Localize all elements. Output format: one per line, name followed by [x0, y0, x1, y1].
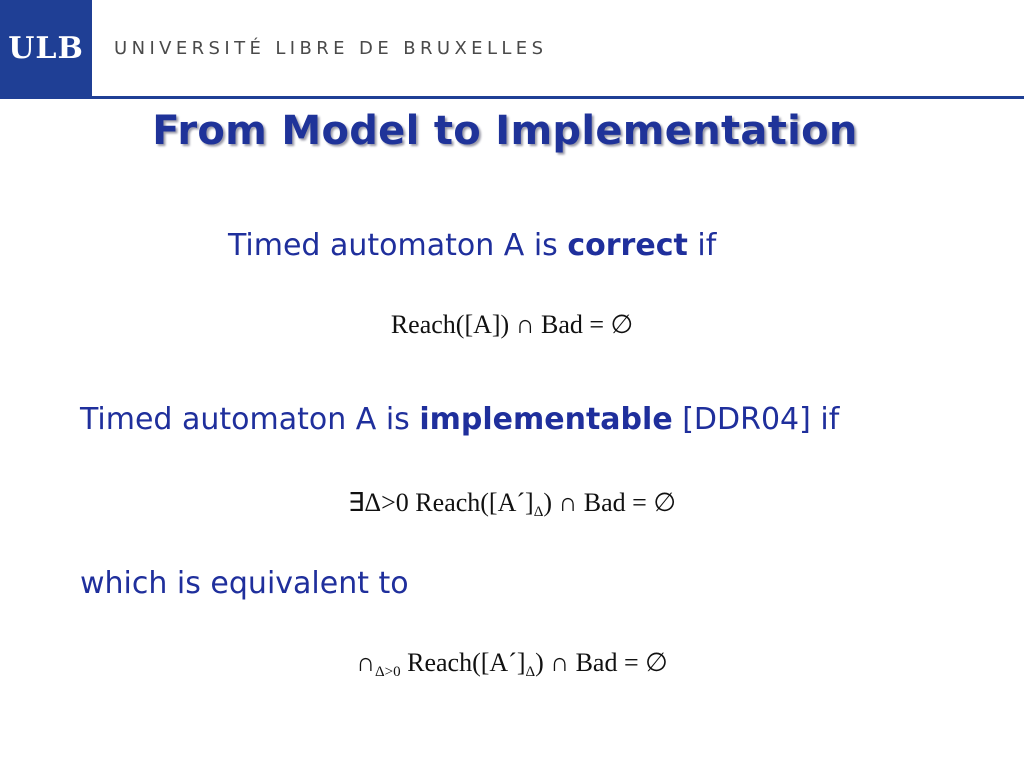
formula3-suffix: ) ∩ Bad = ∅: [535, 648, 668, 677]
implementable-statement: Timed automaton A is implementable [DDR0…: [80, 402, 839, 437]
formula2-suffix: ) ∩ Bad = ∅: [543, 488, 676, 517]
formula-correct: Reach([A]) ∩ Bad = ∅: [390, 310, 634, 339]
formula-implementable: ∃Δ>0 Reach([A´]Δ) ∩ Bad = ∅: [0, 488, 1024, 521]
formula3-cap: ∩: [356, 648, 375, 677]
formula2-prefix: ∃Δ>0 Reach([A´]: [348, 488, 534, 517]
equivalent-statement: which is equivalent to: [80, 566, 409, 601]
formula3-sub: Δ: [525, 664, 536, 680]
formula-equivalent: ∩Δ>0 Reach([A´]Δ) ∩ Bad = ∅: [0, 648, 1024, 681]
formula2-sub: Δ: [533, 504, 544, 520]
slide-header: ULB UNIVERSITÉ LIBRE DE BRUXELLES: [0, 0, 1024, 99]
correct-keyword: correct: [567, 228, 688, 263]
logo-text: ULB: [8, 30, 84, 66]
implementable-keyword: implementable: [419, 402, 673, 437]
formula3-cap-sub: Δ>0: [375, 664, 401, 680]
formula3-mid: Reach([A´]: [400, 648, 526, 677]
university-name: UNIVERSITÉ LIBRE DE BRUXELLES: [114, 38, 548, 59]
correct-post: if: [687, 228, 717, 263]
slide-title: From Model to Implementation: [152, 108, 858, 154]
correct-statement: Timed automaton A is correct if: [228, 228, 716, 263]
correct-pre: Timed automaton A is: [228, 228, 568, 263]
implementable-post: [DDR04] if: [672, 402, 840, 437]
ulb-logo: ULB: [0, 0, 92, 96]
implementable-pre: Timed automaton A is: [80, 402, 420, 437]
